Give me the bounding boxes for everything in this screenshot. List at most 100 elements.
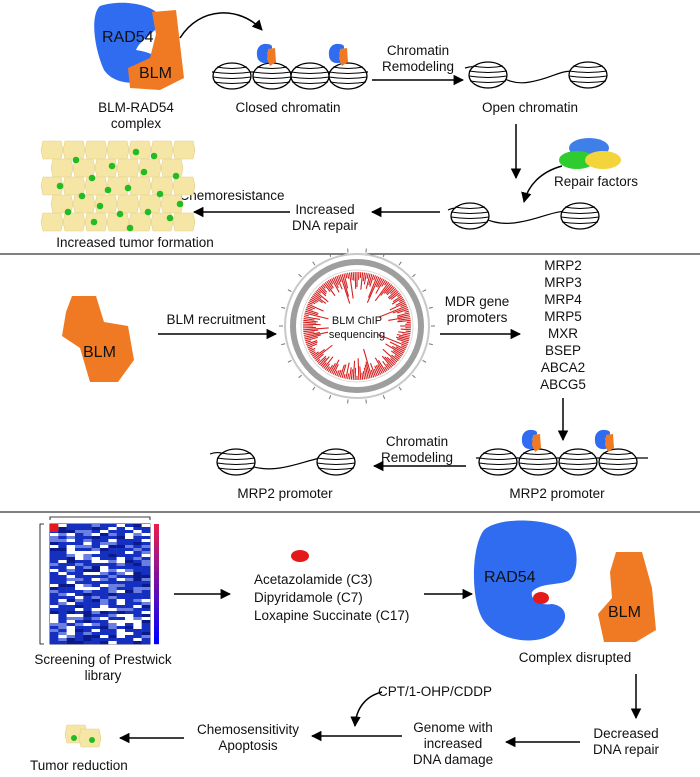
heatmap-cell	[83, 575, 92, 579]
heatmap-cell	[75, 530, 84, 534]
heatmap-cell	[66, 611, 76, 615]
chip-signal-bar	[384, 356, 394, 367]
heatmap-cell	[141, 539, 151, 543]
chip-signal-bar	[327, 364, 334, 373]
heatmap-cell	[50, 569, 59, 573]
circos-tick	[281, 343, 286, 346]
chip-signal-bar	[315, 290, 329, 303]
heatmap-colorbar	[154, 584, 159, 591]
chip-signal-bar	[304, 310, 318, 316]
heatmap-cell	[100, 560, 109, 564]
heatmap-cell	[75, 638, 84, 642]
chip-signal-bar	[389, 341, 406, 351]
chip-signal-bar	[373, 368, 378, 377]
tumor-cell-nucleus	[104, 186, 112, 194]
heatmap-cell	[58, 587, 67, 591]
chip-signal-bar	[395, 336, 410, 342]
heatmap-cell	[91, 539, 101, 543]
heatmap-cell	[125, 530, 134, 534]
heatmap-cell	[116, 572, 126, 576]
chip-signal-bar	[307, 303, 324, 312]
heatmap-cell	[108, 545, 117, 549]
heatmap-colorbar	[154, 530, 159, 537]
heatmap-cell	[91, 596, 101, 600]
heatmap-cell	[83, 524, 92, 528]
heatmap-colorbar	[154, 608, 159, 615]
heatmap-cell	[75, 626, 84, 630]
heatmap-cell	[50, 629, 59, 633]
chip-signal-bar	[326, 366, 330, 372]
heatmap-cell	[116, 524, 126, 528]
heatmap-cell	[116, 557, 126, 561]
blm-label: BLM	[139, 65, 172, 82]
mrp2-promoter-closed: MRP2 promoter	[476, 429, 648, 501]
heatmap-cell	[75, 602, 84, 606]
chip-signal-bar	[310, 351, 316, 356]
chip-signal-bar	[364, 364, 369, 379]
chip-signal-bar	[320, 356, 330, 367]
mdr-gene-item: MRP3	[544, 275, 582, 290]
heatmap-cell	[141, 551, 151, 555]
heatmap-cell	[116, 563, 126, 567]
chip-signal-bar	[348, 367, 352, 380]
heatmap-cell	[83, 578, 92, 582]
chip-signal-bar	[310, 296, 319, 303]
heatmap-cell	[66, 545, 76, 549]
open-chromatin: Open chromatin	[464, 61, 608, 115]
heatmap-cell	[100, 554, 109, 558]
chip-signal-bar	[303, 321, 317, 324]
heatmap-cell	[66, 590, 76, 594]
heatmap-cell	[75, 578, 84, 582]
heatmap-cell	[58, 623, 67, 627]
tumor-cell	[128, 176, 152, 196]
tumor-cell-nucleus	[144, 208, 152, 216]
mdr-gene-item: MXR	[548, 326, 578, 341]
heatmap-cell	[100, 536, 109, 540]
heatmap-cell	[100, 545, 109, 549]
heatmap-cell	[83, 560, 92, 564]
heatmap-cell	[58, 536, 67, 540]
chip-signal-bar	[336, 275, 343, 290]
heatmap-cell	[75, 617, 84, 621]
genome-line1: Genome with	[413, 720, 493, 735]
heatmap-cell	[75, 641, 84, 645]
heatmap-cell	[66, 581, 76, 585]
chip-signal-bar	[357, 358, 360, 380]
heatmap-cell	[58, 527, 67, 531]
heatmap-cell	[108, 590, 117, 594]
heatmap-cell	[91, 584, 101, 588]
tumor-cell-nucleus	[88, 174, 96, 182]
heatmap-cell	[108, 560, 117, 564]
chip-signal-bar	[386, 363, 391, 369]
heatmap-cell	[116, 605, 126, 609]
chip-signal-bar	[341, 364, 347, 379]
heatmap-cell	[100, 632, 109, 636]
heatmap-cell	[91, 635, 101, 639]
heatmap-cell	[108, 596, 117, 600]
tumor-cell-nucleus	[166, 214, 174, 222]
heatmap-cell	[83, 545, 92, 549]
heatmap-cell	[58, 605, 67, 609]
heatmap-cell	[125, 620, 134, 624]
heatmap-cell	[91, 572, 101, 576]
chip-signal-bar	[361, 372, 364, 380]
heatmap-cell	[100, 578, 109, 582]
arrow-repair-factors	[521, 165, 563, 204]
heatmap-cell	[100, 602, 109, 606]
chip-signal-bar	[374, 357, 385, 374]
heatmap-cell	[141, 542, 151, 546]
heatmap-cell	[91, 554, 101, 558]
heatmap-cell	[83, 623, 92, 627]
heatmap-cell	[83, 587, 92, 591]
heatmap-cell	[91, 599, 101, 603]
heatmap-cell	[50, 563, 59, 567]
circos-tick	[312, 261, 316, 266]
heatmap-cell	[141, 596, 151, 600]
heatmap-cell	[141, 590, 151, 594]
chip-signal-bar	[304, 314, 309, 317]
heatmap-cell	[100, 593, 109, 597]
heatmap-cell	[141, 620, 151, 624]
chip-signal-bar	[381, 279, 387, 287]
heatmap-cell	[133, 551, 142, 555]
heatmap-cell	[75, 623, 84, 627]
